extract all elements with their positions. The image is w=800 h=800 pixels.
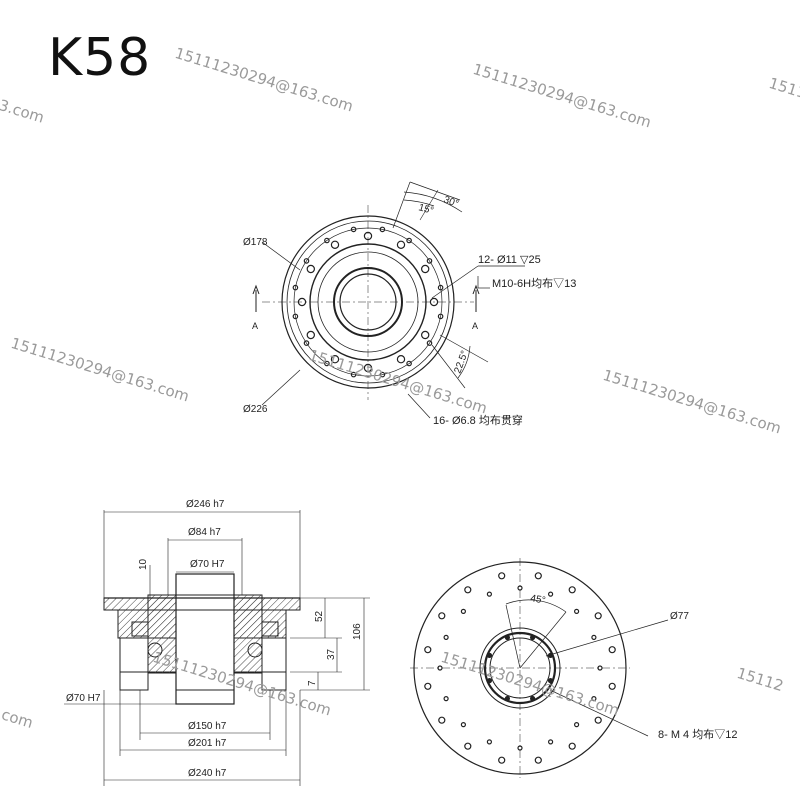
flange-hole — [350, 226, 357, 233]
top-outer-holes — [292, 226, 444, 378]
dim-77: Ø77 — [670, 611, 689, 622]
hole-spec-3: 16- Ø6.8 均布贯穿 — [433, 413, 523, 427]
section-view-labels: Ø246 h7 Ø84 h7 Ø70 H7 Ø150 h7 Ø201 h7 Ø2… — [66, 499, 363, 779]
bottom-mid-hole — [573, 608, 580, 615]
bottom-m4-hole — [529, 634, 536, 641]
dim-70: Ø70 H7 — [190, 559, 225, 570]
dim-angle-inner: 15° — [417, 202, 434, 217]
bottom-flange-hole — [594, 716, 602, 724]
bottom-m4-hole — [486, 677, 493, 684]
hole-spec-2: M10-6H均布▽13 — [492, 277, 576, 290]
bottom-m4-hole — [547, 677, 554, 684]
bottom-mid-hole — [443, 634, 449, 641]
bottom-flange-hole — [498, 572, 506, 580]
bottom-m4-hole — [504, 634, 510, 641]
flange-hole — [324, 360, 330, 367]
flange-hole — [379, 226, 386, 233]
dim-201: Ø201 h7 — [188, 738, 227, 749]
flange-hole — [324, 237, 330, 244]
bottom-mid-hole — [591, 634, 597, 641]
bottom-flange-hole — [424, 682, 432, 690]
bolt-hole — [306, 330, 315, 340]
flange-hole — [426, 258, 433, 264]
bolt-hole — [330, 240, 340, 249]
bolt-hole — [396, 355, 406, 364]
bolt-hole — [421, 264, 430, 274]
flange-hole — [437, 284, 444, 291]
dim-150: Ø150 h7 — [188, 721, 227, 732]
dim-angle-side: 22.5° — [452, 349, 470, 375]
dim-240: Ø240 h7 — [188, 768, 227, 779]
dim-45: 45° — [529, 593, 546, 606]
flange-hole — [303, 340, 310, 346]
flange-hole — [350, 371, 357, 378]
bottom-flange-hole — [594, 612, 602, 620]
flange-hole — [303, 258, 310, 264]
bottom-view-labels: 45° Ø77 8- M 4 均布▽12 — [529, 593, 737, 741]
hole-spec-bottom: 8- M 4 均布▽12 — [658, 728, 737, 741]
bolt-hole — [330, 355, 340, 364]
bottom-flange-hole — [568, 742, 576, 750]
bottom-flange-hole — [464, 742, 472, 750]
bottom-mid-hole — [443, 695, 449, 702]
bottom-mid-hole — [547, 739, 554, 745]
section-mark-left: A — [252, 321, 258, 331]
bolt-hole — [429, 297, 439, 307]
bottom-flange-hole — [568, 586, 576, 594]
dim-84: Ø84 h7 — [188, 527, 221, 538]
flange-hole — [379, 371, 386, 378]
dim-outer: Ø178 — [243, 237, 268, 248]
bottom-m4-hole — [529, 695, 536, 702]
bottom-mid-hole — [460, 721, 466, 728]
bottom-flange-hole — [534, 572, 542, 580]
bottom-holes — [424, 572, 616, 764]
bottom-flange-hole — [498, 756, 506, 764]
section-view — [64, 510, 370, 786]
dim-37: 37 — [326, 648, 337, 660]
flange-hole — [406, 237, 412, 244]
page-title: K58 — [48, 28, 152, 88]
dim-106: 106 — [352, 623, 363, 640]
dim-52: 52 — [314, 610, 325, 622]
bottom-flange-hole — [608, 682, 616, 690]
bolt-hole — [306, 264, 315, 274]
bottom-mid-hole — [547, 591, 554, 597]
hole-spec-1: 12- Ø11 ▽25 — [478, 254, 541, 266]
dim-246: Ø246 h7 — [186, 499, 225, 510]
bottom-mid-hole — [486, 739, 492, 745]
flange-hole — [292, 313, 299, 320]
bottom-view — [410, 558, 669, 778]
flange-hole — [437, 313, 444, 320]
bottom-m4-hole — [486, 652, 493, 659]
dim-10: 10 — [138, 558, 149, 570]
flange-hole — [292, 284, 299, 291]
section-mark-right: A — [472, 321, 478, 331]
bottom-flange-hole — [464, 586, 472, 594]
flange-hole — [426, 340, 433, 346]
bottom-mid-hole — [460, 608, 466, 615]
dim-70-left: Ø70 H7 — [66, 693, 101, 704]
bottom-m4-hole — [504, 695, 510, 702]
dim-angle-outer: 30° — [442, 194, 460, 210]
bottom-mid-hole — [591, 695, 597, 702]
bottom-flange-hole — [608, 646, 616, 654]
bolt-hole — [396, 240, 406, 249]
bottom-flange-hole — [438, 716, 446, 724]
top-view — [252, 181, 525, 419]
bottom-flange-hole — [534, 756, 542, 764]
flange-hole — [406, 360, 412, 367]
dim-outer2: Ø226 — [243, 404, 268, 415]
bottom-flange-hole — [438, 612, 446, 620]
bottom-mid-hole — [573, 721, 580, 728]
top-view-labels: Ø178 Ø226 30° 15° 22.5° 12- Ø11 ▽25 M10-… — [243, 194, 576, 427]
bottom-flange-hole — [424, 646, 432, 654]
dim-7: 7 — [307, 680, 318, 686]
bolt-hole — [421, 330, 430, 340]
bottom-mid-hole — [486, 591, 492, 597]
